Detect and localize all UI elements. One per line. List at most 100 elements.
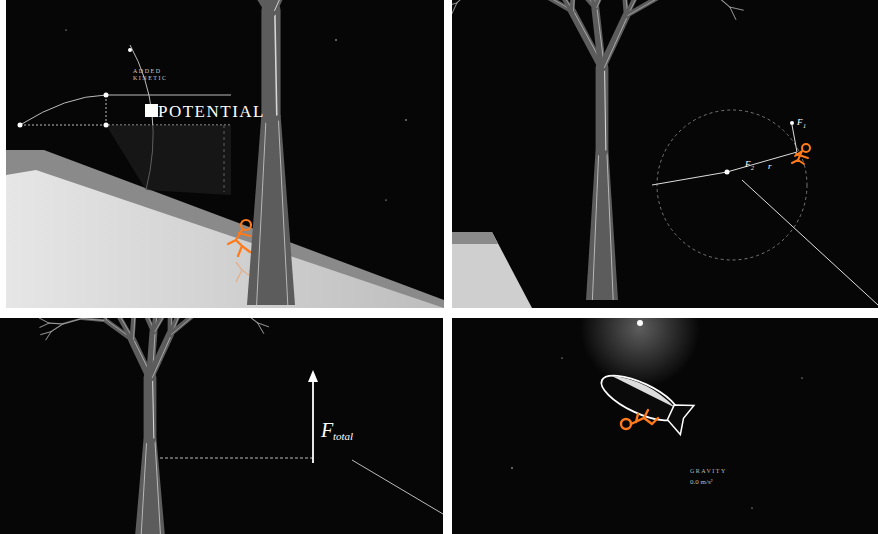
tree-branch — [154, 242, 161, 253]
tree-outline — [135, 251, 140, 257]
tree-branch — [188, 289, 205, 292]
tree-outline — [41, 332, 52, 335]
tree-outline — [222, 237, 226, 248]
orbit-circle — [657, 110, 807, 260]
tree-branch — [192, 254, 196, 262]
tree — [439, 0, 745, 300]
tree-branch — [129, 269, 137, 272]
tree-branch — [120, 268, 124, 285]
tree-branch — [160, 237, 167, 242]
tree-branch — [62, 298, 68, 308]
tree-branch — [151, 252, 161, 253]
tree-outline — [56, 277, 66, 281]
tree-branch — [116, 311, 132, 340]
tree-outline — [206, 284, 216, 290]
tree-branch — [169, 231, 174, 240]
tree-outline — [150, 251, 151, 260]
tree-outline — [217, 294, 226, 295]
tree-branch — [196, 309, 223, 313]
tree-branch — [206, 260, 209, 268]
tree-branch — [175, 280, 183, 284]
tree-outline — [223, 269, 240, 271]
tree-outline — [204, 259, 210, 280]
tree-outline — [165, 250, 167, 264]
tree-outline — [222, 253, 224, 263]
tree-outline — [175, 253, 176, 265]
tree-branch — [152, 253, 154, 272]
tree-branch — [164, 238, 169, 246]
tree-outline — [169, 231, 174, 240]
tree-branch — [92, 263, 96, 271]
tree-outline — [130, 263, 137, 269]
tree-outline — [204, 255, 210, 268]
tree-outline — [189, 244, 191, 253]
tree-outline — [198, 244, 207, 250]
force-dots — [725, 121, 795, 175]
tree-branch — [54, 292, 61, 298]
tree-branch — [161, 259, 170, 262]
tree-branch — [596, 68, 609, 151]
tree-outline — [165, 264, 170, 281]
tree-outline — [124, 246, 125, 255]
tree-branch — [148, 270, 161, 280]
tree-branch — [184, 255, 193, 258]
tree-outline — [597, 0, 614, 8]
tree-outline — [155, 243, 156, 253]
tree-branch — [150, 251, 151, 260]
tree-outline — [172, 256, 177, 275]
tree-branch — [126, 249, 128, 257]
tree-outline — [107, 260, 118, 269]
tree-branch — [65, 263, 72, 272]
tree-branch — [223, 259, 233, 271]
tree-outline — [79, 268, 84, 281]
tree-outline — [128, 266, 139, 280]
tree-outline — [60, 291, 76, 292]
tree-branch — [39, 318, 49, 323]
slope-top — [452, 232, 498, 244]
tree-branch — [165, 239, 167, 250]
tree-branch — [85, 260, 92, 267]
tree-branch — [175, 277, 184, 280]
tree-branch — [85, 276, 94, 281]
tree-branch — [102, 251, 106, 260]
tree-outline — [107, 254, 111, 262]
tree-outline — [47, 306, 56, 309]
panel — [0, 229, 443, 534]
tree-branch — [150, 229, 152, 240]
tree-outline — [161, 255, 165, 262]
tree-branch — [165, 264, 170, 281]
tree-outline — [148, 248, 157, 253]
tree-branch — [84, 280, 96, 295]
tree-branch — [182, 244, 184, 252]
tree-outline — [124, 285, 141, 303]
stars — [65, 29, 406, 200]
tree-outline — [260, 307, 271, 309]
tree-branch — [198, 244, 208, 250]
tree-outline — [172, 264, 190, 275]
tree-branch — [259, 300, 268, 307]
tree-outline — [167, 243, 168, 252]
tree-outline — [47, 300, 55, 306]
label-text: 1 — [803, 123, 806, 129]
tree-outline — [197, 288, 206, 312]
tree-branch — [115, 274, 123, 289]
label-text: F — [745, 160, 751, 169]
tree-outline — [192, 254, 197, 262]
tree-branch — [171, 244, 173, 253]
tree-outline — [231, 262, 237, 269]
tree-branch — [167, 241, 172, 250]
tree-branch — [204, 271, 223, 280]
tree-outline — [48, 289, 60, 292]
tree-outline — [71, 261, 79, 267]
tree-branch — [114, 247, 116, 257]
marker-square — [145, 104, 158, 117]
tree-outline — [219, 262, 223, 274]
tree-outline — [211, 248, 222, 260]
tree-branch — [191, 246, 193, 259]
tree-outline — [200, 261, 210, 262]
tree-branch — [170, 291, 189, 304]
tree-branch — [204, 269, 206, 288]
tree-branch — [250, 281, 259, 287]
tree-branch — [132, 264, 140, 266]
tree-outline — [96, 296, 117, 311]
